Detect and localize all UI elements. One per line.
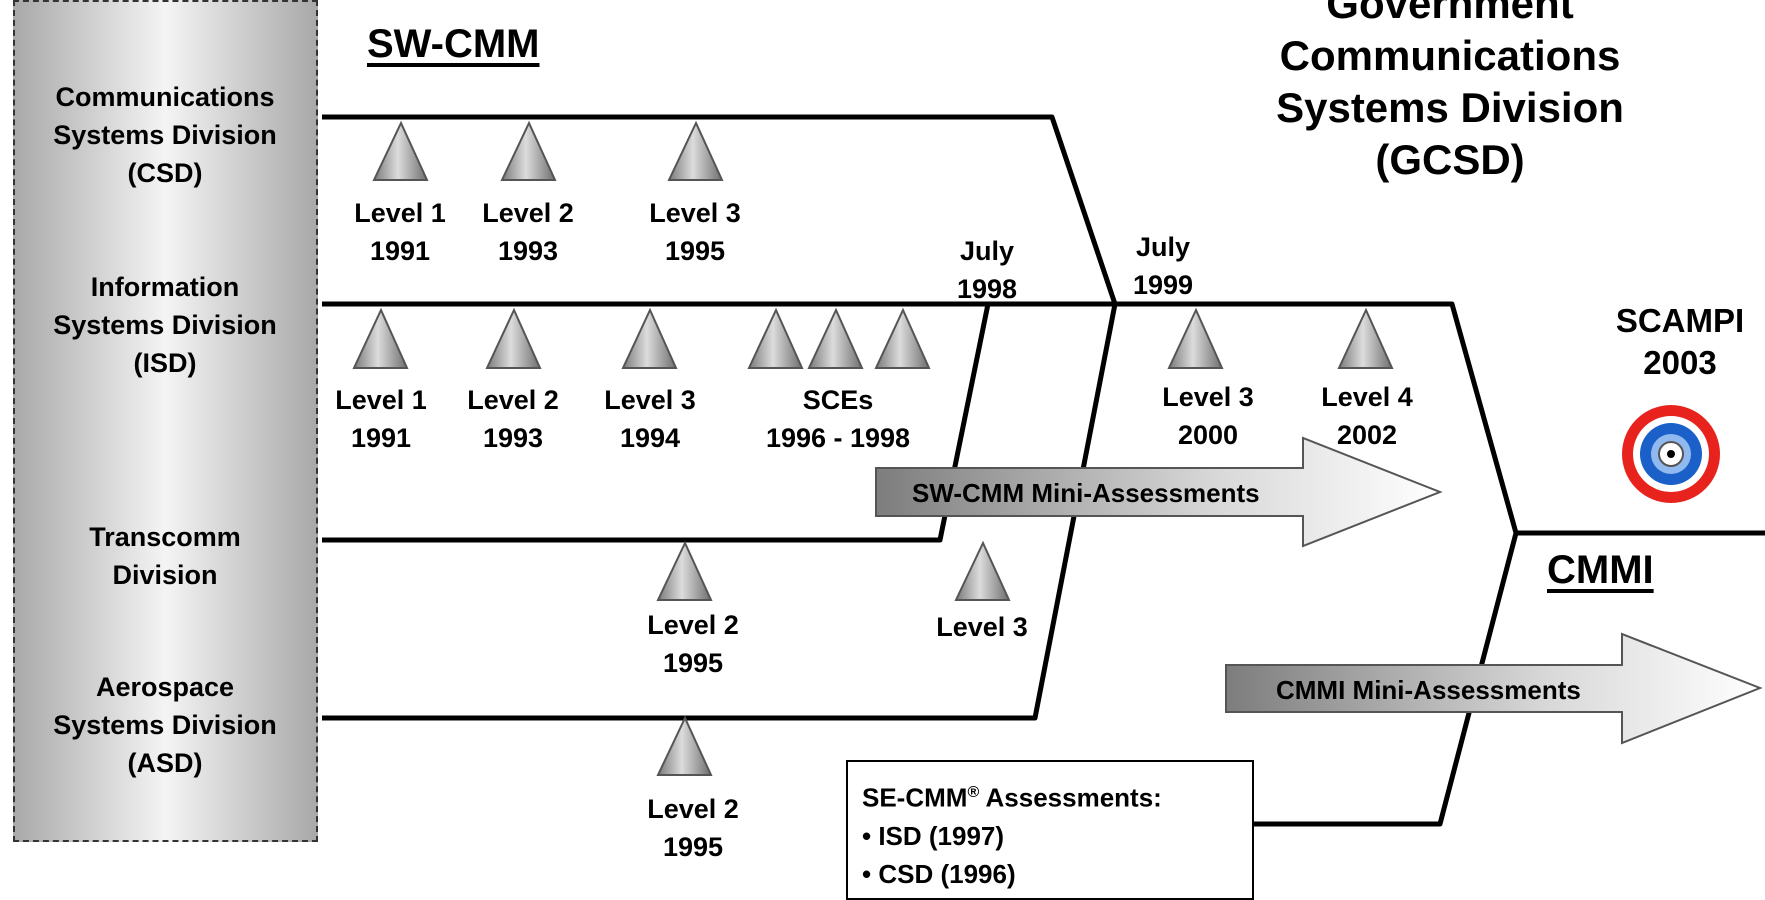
milestone-label-isd-level2: Level 2 1993 (467, 385, 559, 453)
cmmi-heading: CMMI (1547, 548, 1654, 592)
transcomm-timeline (322, 303, 991, 543)
milestone-label-csd-level1: Level 1 1991 (354, 198, 446, 266)
milestone-triangle (621, 307, 678, 369)
milestone-triangle (485, 307, 542, 369)
milestone-triangle (747, 307, 804, 369)
milestone-triangle (656, 715, 713, 776)
division-label-transcomm: Transcomm Division (89, 522, 241, 590)
se-cmm-assessments-box: SE-CMM® Assessments: • ISD (1997) • CSD … (846, 760, 1254, 900)
milestone-label-asd-level2: Level 2 1995 (647, 794, 739, 862)
milestone-triangle (874, 307, 931, 369)
milestone-triangle (352, 307, 409, 369)
milestone-triangle (1167, 307, 1224, 369)
milestone-label-isd-level3: Level 3 1994 (604, 385, 696, 453)
se-cmm-item-csd: • CSD (1996) (862, 858, 1016, 889)
division-label-isd: Information Systems Division (ISD) (53, 272, 277, 378)
sw-cmm-mini-arrow (875, 436, 1443, 548)
milestone-triangle (1337, 307, 1394, 369)
milestone-label-transcomm-level2: Level 2 1995 (647, 610, 739, 678)
se-cmm-box-title: SE-CMM® Assessments: (862, 782, 1162, 813)
division-panel (13, 0, 318, 842)
milestone-label-isd-sces: SCEs 1996 - 1998 (765, 385, 911, 453)
milestone-triangle (954, 540, 1011, 601)
se-cmm-item-isd: • ISD (1997) (862, 820, 1005, 851)
se-cmm-timeline (1254, 532, 1519, 827)
milestone-triangle (667, 120, 724, 181)
isd-timeline (322, 301, 1765, 536)
milestone-triangle (807, 307, 864, 369)
gcsd-heading: Government Communications Systems Divisi… (1276, 0, 1624, 183)
scampi-target-icon (1622, 405, 1720, 503)
milestone-triangle (656, 540, 713, 601)
milestone-label-isd-level1: Level 1 1991 (335, 385, 427, 453)
milestone-label-csd-level2: Level 2 1993 (482, 198, 574, 266)
registered-mark: ® (967, 784, 980, 801)
milestone-triangle (500, 120, 557, 181)
sw-cmm-mini-assessments-label: SW-CMM Mini-Assessments (912, 478, 1260, 508)
asd-timeline (322, 303, 1118, 721)
milestone-label-gcsd-level4: Level 4 2002 (1321, 382, 1413, 450)
merge-date-july-1998: July 1998 (956, 236, 1018, 304)
milestone-triangle (372, 120, 429, 181)
csd-timeline (322, 114, 1118, 305)
scampi-label: SCAMPI 2003 (1615, 302, 1745, 381)
merge-date-july-1999: July 1999 (1132, 232, 1194, 300)
cmmi-mini-arrow (1225, 632, 1763, 745)
division-label-asd: Aerospace Systems Division (ASD) (53, 672, 277, 778)
cmmi-mini-assessments-label: CMMI Mini-Assessments (1276, 675, 1581, 705)
milestone-label-transcomm-level3: Level 3 (936, 612, 1028, 642)
milestone-label-gcsd-level3: Level 3 2000 (1162, 382, 1254, 450)
division-label-csd: Communications Systems Division (CSD) (53, 82, 277, 188)
milestone-label-csd-level3: Level 3 1995 (649, 198, 741, 266)
sw-cmm-heading: SW-CMM (367, 22, 540, 66)
